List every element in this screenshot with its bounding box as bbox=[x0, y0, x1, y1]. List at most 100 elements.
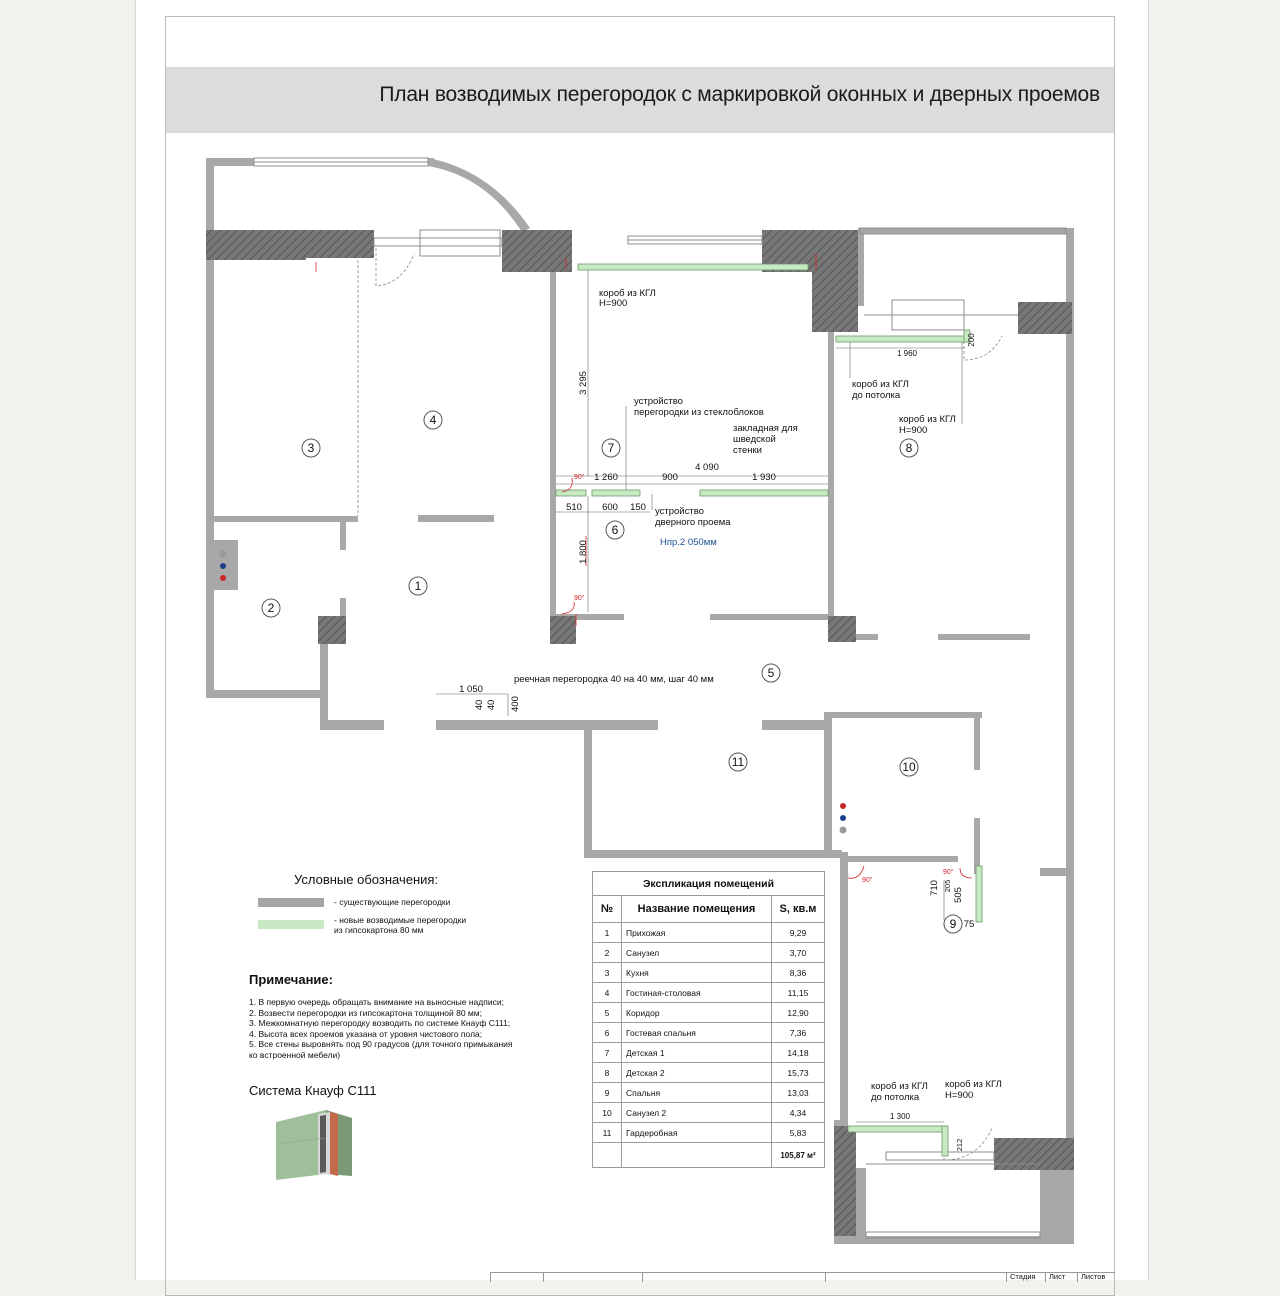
legend-existing: - существующие перегородки bbox=[258, 897, 450, 907]
total-row: 105,87 м² bbox=[592, 1142, 825, 1168]
svg-text:короб из КГЛ: короб из КГЛ bbox=[871, 1081, 928, 1092]
room-markers: 1 2 3 4 5 6 7 8 9 10 11 bbox=[261, 410, 963, 934]
svg-text:90°: 90° bbox=[574, 594, 585, 602]
stamp-sheet: Лист bbox=[1045, 1272, 1077, 1282]
svg-text:1 930: 1 930 bbox=[752, 472, 776, 483]
svg-text:реечная перегородка 40 на 40 м: реечная перегородка 40 на 40 мм, шаг 40 … bbox=[514, 674, 714, 685]
svg-text:710: 710 bbox=[929, 880, 940, 896]
load-bearing-walls bbox=[206, 230, 1074, 1236]
doors bbox=[357, 248, 1003, 1161]
room-explication-table: Экспликация помещений № Название помещен… bbox=[592, 871, 825, 1168]
svg-text:4: 4 bbox=[430, 413, 437, 427]
svg-text:Н=900: Н=900 bbox=[599, 298, 627, 309]
svg-text:1 260: 1 260 bbox=[594, 472, 618, 483]
col-area: S, кв.м bbox=[771, 895, 825, 923]
stamp-stage: Стадия bbox=[1006, 1272, 1045, 1282]
svg-text:1: 1 bbox=[415, 579, 422, 593]
new-partitions bbox=[555, 263, 983, 1157]
note-line: 4. Высота всех проемов указана от уровня… bbox=[249, 1028, 483, 1039]
note-line: 2. Возвести перегородки из гипсокартона … bbox=[249, 1007, 482, 1018]
svg-text:Н=900: Н=900 bbox=[899, 425, 927, 436]
stamp-cell bbox=[825, 1272, 1007, 1282]
svg-text:дверного проема: дверного проема bbox=[655, 517, 731, 528]
room-marker-11: 11 bbox=[728, 752, 748, 772]
svg-text:5: 5 bbox=[768, 666, 775, 680]
svg-text:шведской: шведской bbox=[733, 434, 776, 445]
existing-walls bbox=[206, 158, 1074, 1244]
svg-text:900: 900 bbox=[662, 472, 678, 483]
svg-text:505: 505 bbox=[953, 887, 964, 903]
svg-text:7: 7 bbox=[608, 441, 615, 455]
svg-text:до потолка: до потолка bbox=[871, 1092, 920, 1103]
notes-title: Примечание: bbox=[249, 972, 333, 987]
room-marker-4: 4 bbox=[423, 410, 443, 430]
svg-text:90°: 90° bbox=[574, 473, 585, 481]
svg-text:короб из КГЛ: короб из КГЛ bbox=[599, 288, 656, 299]
room-marker-2: 2 bbox=[261, 598, 281, 618]
legend-swatch-new bbox=[258, 920, 324, 929]
svg-text:3: 3 bbox=[308, 441, 315, 455]
note-line: 3. Межкомнатную перегородку возводить по… bbox=[249, 1018, 511, 1028]
svg-text:1 800: 1 800 bbox=[578, 540, 589, 564]
legend-new: - новые возводимые перегородки из гипсок… bbox=[258, 915, 466, 935]
svg-text:4 090: 4 090 bbox=[695, 462, 719, 473]
room-marker-5: 5 bbox=[761, 663, 781, 683]
svg-text:400: 400 bbox=[510, 696, 521, 712]
svg-text:6: 6 bbox=[612, 523, 619, 537]
svg-text:75: 75 bbox=[964, 919, 975, 930]
svg-text:11: 11 bbox=[732, 755, 745, 769]
room-marker-10: 10 bbox=[899, 757, 919, 777]
svg-text:1 960: 1 960 bbox=[897, 349, 918, 358]
svg-text:стенки: стенки bbox=[733, 445, 762, 456]
stamp-cell bbox=[490, 1272, 544, 1282]
room-marker-9: 9 bbox=[943, 914, 963, 934]
stamp-cell bbox=[543, 1272, 642, 1282]
svg-text:короб из КГЛ: короб из КГЛ bbox=[899, 414, 956, 425]
svg-text:устройство: устройство bbox=[655, 506, 704, 517]
svg-text:200: 200 bbox=[967, 333, 976, 347]
col-name: Название помещения bbox=[621, 895, 772, 923]
svg-text:Нпр.2 050мм: Нпр.2 050мм bbox=[660, 537, 717, 548]
svg-text:2: 2 bbox=[268, 601, 275, 615]
room-marker-1: 1 bbox=[408, 576, 428, 596]
title-bar: План возводимых перегородок с маркировко… bbox=[166, 67, 1114, 133]
stamp-sheets: Листов bbox=[1077, 1272, 1115, 1282]
svg-text:закладная для: закладная для bbox=[733, 423, 798, 434]
svg-text:40: 40 bbox=[486, 700, 497, 711]
svg-text:8: 8 bbox=[906, 441, 913, 455]
windows bbox=[253, 157, 1067, 1239]
dimension-labels: 3 295 4 090 1 260 900 1 930 510 600 150 … bbox=[459, 333, 976, 1151]
annotations: короб из КГЛ Н=900 устройство перегородк… bbox=[514, 288, 1002, 1103]
svg-text:устройство: устройство bbox=[634, 396, 683, 407]
svg-text:1 050: 1 050 bbox=[459, 684, 483, 695]
room-marker-7: 7 bbox=[601, 438, 621, 458]
svg-text:600: 600 bbox=[602, 502, 618, 513]
svg-text:90°: 90° bbox=[943, 868, 954, 876]
svg-text:9: 9 bbox=[950, 917, 957, 931]
svg-text:150: 150 bbox=[630, 502, 646, 513]
room-marker-8: 8 bbox=[899, 438, 919, 458]
svg-text:205: 205 bbox=[943, 880, 952, 893]
svg-text:короб из КГЛ: короб из КГЛ bbox=[945, 1079, 1002, 1090]
sanitary-points bbox=[219, 550, 847, 834]
svg-text:90°: 90° bbox=[862, 876, 873, 884]
total-area: 105,87 м² bbox=[771, 1142, 825, 1168]
room-marker-6: 6 bbox=[605, 520, 625, 540]
svg-text:510: 510 bbox=[566, 502, 582, 513]
sheet-title: План возводимых перегородок с маркировко… bbox=[379, 83, 1100, 106]
svg-text:3 295: 3 295 bbox=[578, 371, 589, 395]
notes-list: 1. В первую очередь обращать внимание на… bbox=[249, 997, 549, 1060]
title-block bbox=[490, 1272, 1115, 1281]
col-number: № bbox=[592, 895, 622, 923]
room-marker-3: 3 bbox=[301, 438, 321, 458]
knauf-system-illustration bbox=[275, 1110, 352, 1180]
svg-text:1 300: 1 300 bbox=[890, 1112, 911, 1121]
